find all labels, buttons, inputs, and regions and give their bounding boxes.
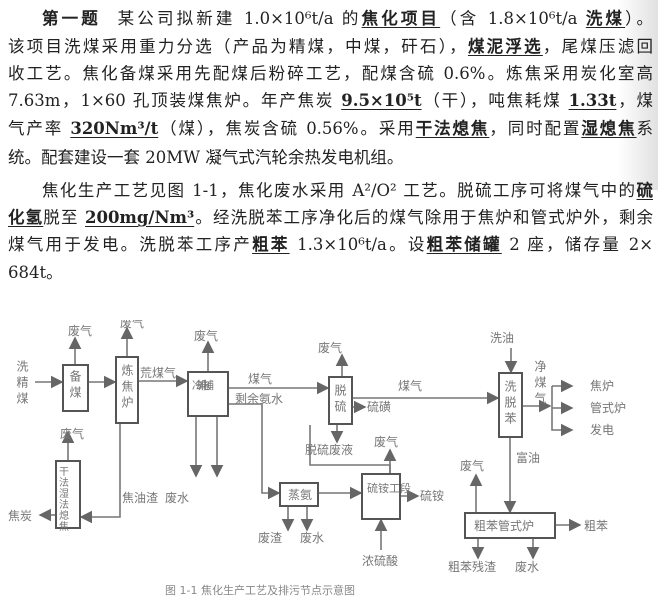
box-coal-prep	[62, 364, 89, 412]
text: 2 座，储存量 2×	[501, 235, 654, 254]
process-flow-diagram: 备煤 炼焦炉 冷却电捕 脱硫 洗脱苯 干法湿法熄焦 蒸氨 硫铵工段 粗苯管式炉 …	[8, 320, 626, 597]
text: 统。配套建设一套 20MW 凝气式汽轮余热发电机组。	[8, 148, 404, 167]
box-label: 硫铵工段	[367, 481, 411, 495]
process-boxes: 备煤 炼焦炉 冷却电捕 脱硫 洗脱苯 干法湿法熄焦 蒸氨 硫铵工段 粗苯管式炉	[55, 356, 556, 539]
label-waste-gas: 废气	[60, 426, 84, 441]
text-line-8: 化氢脱至 200mg/Nm³。经洗脱苯工序净化后的煤气除用于焦炉和管式炉外，剩余	[8, 207, 653, 229]
text-line-10: 684t。	[8, 262, 653, 284]
label-gas: 煤气	[248, 371, 272, 386]
box-tubular-furnace	[464, 512, 556, 539]
label-clean-gas: 净煤气	[533, 360, 547, 408]
label-sulfur: 硫磺	[367, 399, 391, 414]
box-ammonia-still	[279, 482, 319, 507]
label-waste-residue: 废渣	[258, 530, 282, 545]
label-waste-water: 废水	[165, 490, 189, 505]
label-waste-gas: 废气	[120, 320, 144, 330]
text-line-3: 收工艺。焦化备煤采用先配煤后粉碎工艺，配煤含硫 0.6%。炼焦采用炭化室高	[8, 63, 653, 85]
box-coke-quenching	[55, 460, 81, 529]
keyword: 煤泥浮选	[467, 37, 543, 56]
keyword: 焦化项目	[361, 9, 441, 28]
text: 某公司拟新建 1.0×10⁶t/a 的	[117, 9, 362, 28]
keyword: 320Nm³/t	[70, 119, 159, 138]
keyword: 1.33t	[568, 91, 617, 110]
text-line-2: 该项目洗煤采用重力分选（产品为精煤，中煤，矸石），煤泥浮选，尾煤压滤回	[8, 36, 653, 58]
text: 收工艺。焦化备煤采用先配煤后粉碎工艺，配煤含硫 0.6%。炼焦采用炭化室高	[8, 64, 653, 83]
box-label: 干法湿法熄焦	[57, 466, 69, 532]
label-waste-water: 废水	[300, 530, 324, 545]
text: 脱至	[43, 208, 85, 227]
box-label: 粗苯管式炉	[474, 518, 534, 533]
question-title: 第一题	[42, 9, 101, 28]
box-debenzolization	[498, 372, 523, 438]
keyword: 粗苯储罐	[426, 235, 502, 254]
label-sulfuric-acid: 浓硫酸	[362, 553, 398, 568]
text: ，尾煤压滤回	[542, 37, 654, 56]
label-rich-oil: 富油	[516, 450, 540, 465]
text: 焦化生产工艺见图 1-1，焦化废水采用 A²/O² 工艺。脱硫工序可将煤气中的	[42, 181, 637, 200]
label-wash-oil: 洗油	[490, 331, 514, 345]
scan-shadow	[618, 0, 658, 190]
label-waste-water: 废水	[515, 559, 539, 574]
keyword: 硫	[636, 181, 654, 200]
label-gas: 煤气	[398, 378, 422, 393]
keyword: 洗煤	[585, 9, 626, 28]
text: ，同时配置	[489, 119, 582, 138]
label-raw-gas: 荒煤气	[140, 365, 176, 380]
label-waste-gas: 废气	[318, 340, 342, 355]
box-label: 蒸氨	[288, 488, 312, 502]
text: 1.3×10⁶t/a。设	[289, 235, 427, 254]
box-label: 炼焦炉	[120, 363, 134, 412]
text-line-7: 焦化生产工艺见图 1-1，焦化废水采用 A²/O² 工艺。脱硫工序可将煤气中的硫	[8, 180, 653, 202]
text: （煤），焦炭含硫 0.56%。采用	[158, 119, 416, 138]
label-waste-gas: 废气	[374, 434, 398, 449]
label-waste-gas: 废气	[194, 328, 218, 343]
text-line-9: 煤气用于发电。洗脱苯工序产粗苯 1.3×10⁶t/a。设粗苯储罐 2 座，储存量…	[8, 234, 653, 256]
label-coke-oven: 焦炉	[590, 379, 614, 393]
text: 该项目洗煤采用重力分选（产品为精煤，中煤，矸石），	[8, 37, 468, 56]
label-tar-residue: 焦油渣	[122, 491, 158, 505]
label-washed-coal: 洗精煤	[15, 360, 29, 408]
box-label: 备煤	[68, 370, 82, 402]
text-line-5: 气产率 320Nm³/t（煤），焦炭含硫 0.56%。采用干法熄焦，同时配置湿熄…	[8, 118, 653, 140]
box-label: 脱硫	[333, 383, 347, 416]
label-waste-gas: 废气	[68, 323, 92, 338]
keyword: 湿熄焦	[581, 119, 637, 138]
label-crude-benzene: 粗苯	[584, 519, 608, 533]
keyword: 9.5×10⁵t	[341, 91, 422, 110]
text: 系	[636, 119, 654, 138]
keyword: 干法熄焦	[415, 119, 490, 138]
label-tubular-furnace: 管式炉	[590, 400, 626, 415]
text: 7.63m，1×60 孔顶装煤焦炉。年产焦炭	[8, 91, 342, 110]
label-waste-gas: 废气	[460, 458, 484, 473]
text-line-4: 7.63m，1×60 孔顶装煤焦炉。年产焦炭 9.5×10⁵t（干），吨焦耗煤 …	[8, 90, 653, 112]
keyword: 200mg/Nm³	[84, 208, 195, 227]
box-label: 冷却电捕	[192, 378, 224, 392]
label-coke: 焦炭	[8, 509, 32, 523]
box-coke-oven	[115, 356, 139, 424]
box-cooling	[187, 371, 229, 417]
flow-labels: 洗精煤 废气 废气 荒煤气 废气 煤气 剩余氨水 焦油渣 废水 废气 煤气 硫磺…	[8, 320, 626, 574]
label-ammonium-sulfate: 硫铵	[420, 488, 444, 503]
label-desulfurization-waste: 脱硫废液	[305, 442, 353, 457]
text: 气产率	[8, 119, 71, 138]
flow-lines	[35, 326, 582, 560]
label-ammonia-water: 剩余氨水	[235, 391, 283, 406]
label-benzene-residue: 粗苯残渣	[448, 560, 496, 574]
text: 684t。	[8, 263, 63, 282]
text: 煤气用于发电。洗脱苯工序产	[8, 235, 253, 254]
label-power: 发电	[590, 422, 614, 437]
text: （含 1.8×10⁶t/a	[440, 9, 586, 28]
text: ，煤	[616, 91, 653, 110]
keyword: 粗苯	[252, 235, 290, 254]
figure-caption: 图 1-1 焦化生产工艺及排污节点示意图	[165, 583, 355, 597]
text: 。经洗脱苯工序净化后的煤气除用于焦炉和管式炉外，剩余	[194, 208, 654, 227]
text: （干），吨焦耗煤	[421, 91, 569, 110]
box-desulfurization	[328, 376, 353, 425]
text-line-6: 统。配套建设一套 20MW 凝气式汽轮余热发电机组。	[8, 147, 653, 169]
box-label: 洗脱苯	[503, 380, 517, 428]
keyword: 化氢	[8, 208, 44, 227]
text: ）。	[625, 9, 654, 28]
box-ammonium-sulfate	[361, 473, 401, 520]
text-line-1: 第一题 某公司拟新建 1.0×10⁶t/a 的焦化项目（含 1.8×10⁶t/a…	[8, 8, 653, 30]
